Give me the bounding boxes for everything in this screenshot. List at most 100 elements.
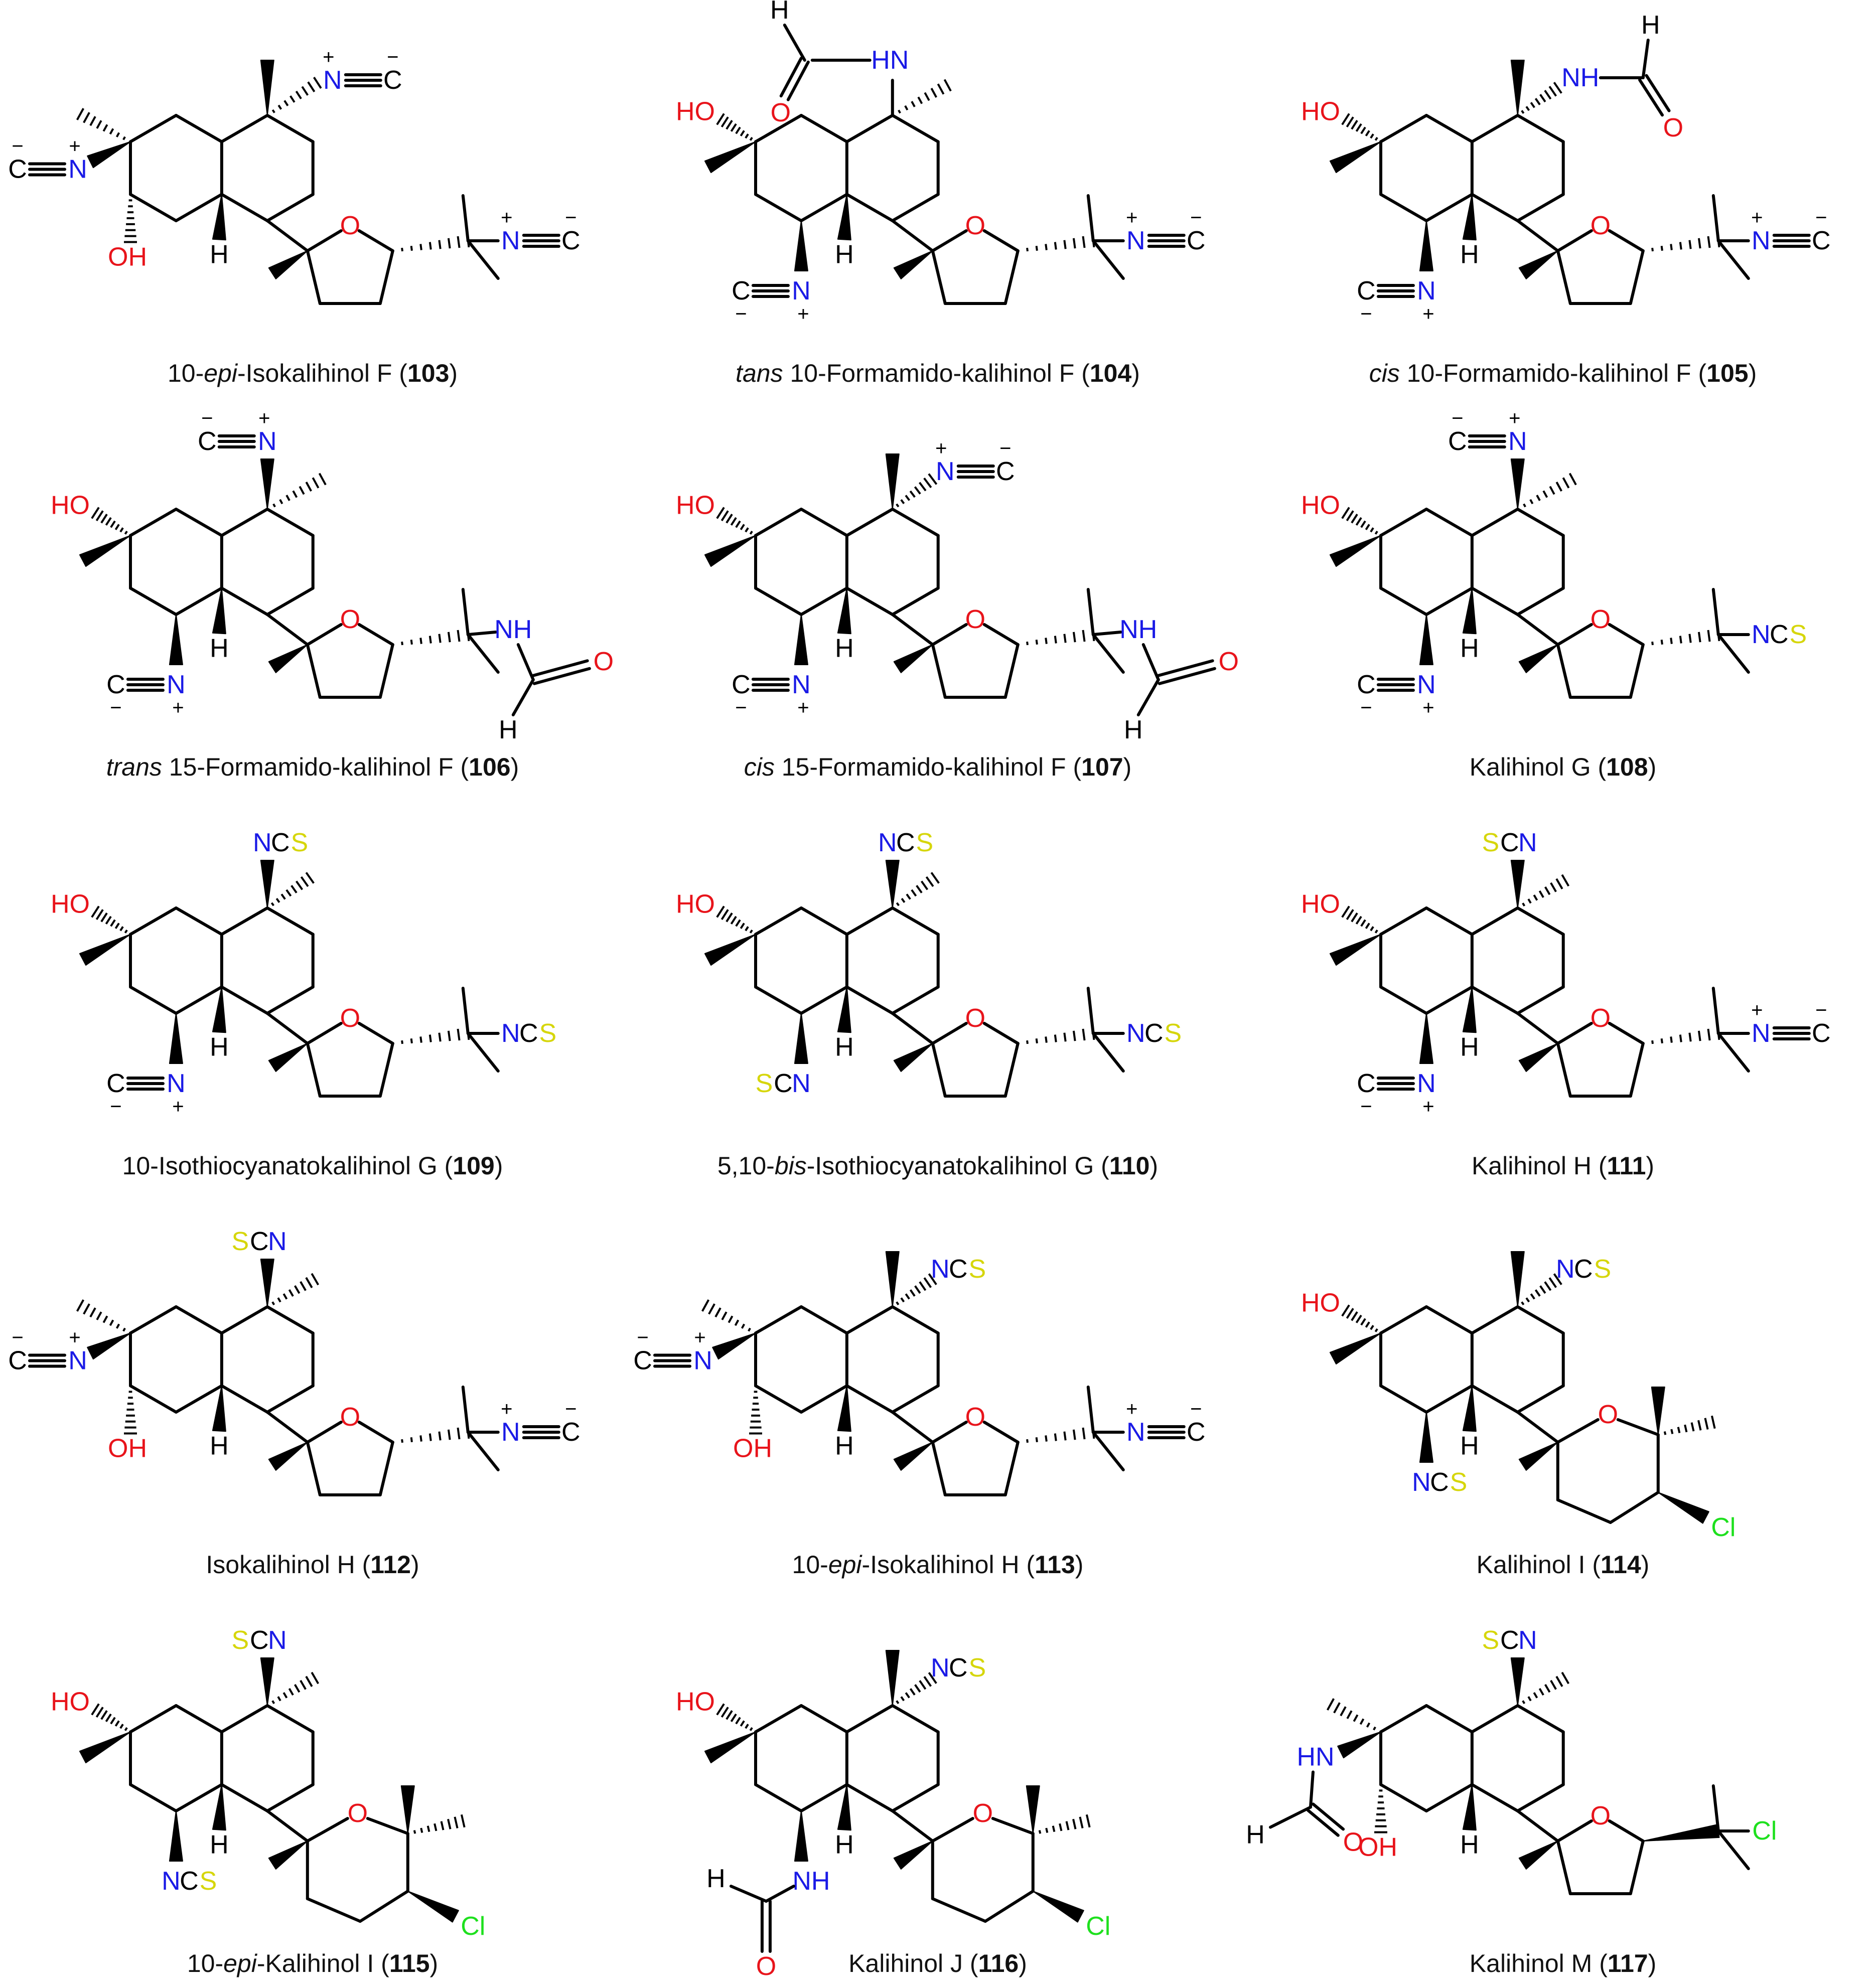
hydroxyl: HO [676, 491, 715, 520]
ring-bond [1470, 114, 1519, 143]
bond [891, 1411, 934, 1444]
charge-label: − [1360, 1096, 1372, 1118]
charge-label: − [1360, 697, 1372, 719]
formyl-hydrogen: H [770, 0, 789, 25]
hashed-bond [401, 1425, 470, 1443]
hashed-bond [1523, 473, 1577, 508]
hashed-bond [1341, 113, 1378, 141]
ring-bond [891, 193, 940, 222]
ring-bond [1379, 906, 1428, 936]
isonitrile-carbon: C [1357, 1069, 1376, 1098]
caption-name: 10- [167, 359, 204, 387]
hashed-bond [749, 1391, 762, 1435]
isothiocyanate-sulfur: S [1789, 620, 1807, 649]
ring-bond [1424, 193, 1474, 222]
ring-bond [799, 1704, 848, 1734]
carbonyl-oxygen: O [594, 647, 614, 676]
compound-caption: Kalihinol I (114) [1250, 1550, 1875, 1579]
ring-bond [129, 586, 178, 616]
isonitrile-carbon: C [1187, 226, 1206, 255]
wedge-bond [169, 1013, 183, 1064]
ring-bond [378, 1441, 394, 1496]
ring-bond [220, 193, 269, 222]
hashed-bond [91, 905, 128, 934]
hashed-bond [896, 1273, 937, 1306]
ring-bond [129, 193, 178, 222]
ring-bond [1609, 1491, 1660, 1524]
wedge-bond [268, 644, 308, 673]
wedge-bond [169, 1810, 183, 1862]
hashed-bond [1341, 905, 1378, 934]
wedge-bond [407, 1891, 459, 1923]
methyl [1716, 1829, 1750, 1870]
ring-bond [754, 985, 803, 1015]
ring-bond [931, 1897, 987, 1923]
hashed-bond [716, 1703, 753, 1731]
charge-label: − [110, 697, 121, 719]
ring-hydrogen: H [835, 634, 854, 663]
isothiocyanate-carbon: C [180, 1867, 199, 1896]
caption-close: ) [1748, 359, 1757, 387]
wedge-bond [1329, 535, 1381, 567]
isothiocyanate-carbon: C [949, 1255, 968, 1284]
hashed-bond [701, 1299, 751, 1332]
caption-number: 109 [453, 1152, 495, 1180]
isothiocyanate-nitrogen: N [1556, 1255, 1575, 1284]
wedge-bond [837, 587, 851, 635]
ring-bond [891, 1384, 940, 1414]
caption-number: 112 [370, 1551, 411, 1579]
bond [511, 678, 535, 716]
ring-bond [931, 1022, 968, 1045]
hashed-bond [91, 1703, 128, 1731]
isothiocyanate-sulfur: S [1482, 828, 1499, 857]
formyl-hydrogen: H [1641, 11, 1660, 40]
isonitrile-nitrogen: N [167, 670, 186, 699]
ring-bond [1003, 1042, 1020, 1098]
caption-close: ) [1075, 1551, 1084, 1579]
caption-name-rest: -Isothiocyanatokalihinol G ( [806, 1152, 1109, 1180]
isothiocyanate-nitrogen: N [878, 828, 897, 857]
ring-bond [754, 114, 803, 143]
isothiocyanate-nitrogen: N [931, 1255, 950, 1284]
wedge-bond [893, 1442, 933, 1471]
ring-bond [1470, 906, 1519, 936]
hashed-bond [1521, 82, 1562, 114]
wedge-bond [212, 1784, 226, 1831]
hydroxyl: HO [676, 97, 715, 126]
bond [1269, 1805, 1312, 1829]
ring-bond [265, 1704, 315, 1734]
ring-oxygen: O [965, 1004, 985, 1033]
ring-bond [174, 1384, 223, 1414]
isonitrile-nitrogen: N [68, 1346, 87, 1376]
bond [783, 24, 806, 62]
hashed-bond [896, 1672, 937, 1705]
hashed-bond [716, 507, 753, 535]
bond [1141, 643, 1160, 681]
bond [265, 1012, 309, 1045]
isonitrile-carbon: C [106, 1069, 125, 1098]
caption-close: ) [410, 1551, 419, 1579]
wedge-bond [1419, 614, 1433, 665]
bond [466, 631, 497, 636]
wedge-bond [885, 453, 900, 510]
ring-bond [799, 586, 848, 616]
ring-bond [1424, 1384, 1474, 1414]
wedge-bond [1518, 644, 1558, 673]
compound-caption: Kalihinol M (117) [1250, 1949, 1875, 1978]
ring-bond [1516, 1783, 1565, 1812]
wedge-bond [1337, 1731, 1381, 1759]
ring-bond [891, 114, 940, 143]
ring-bond [1003, 249, 1020, 305]
compound-caption: trans 15-Formamido-kalihinol F (106) [0, 752, 625, 782]
wedge-bond [885, 860, 900, 908]
ring-bond [891, 906, 940, 936]
wedge-bond [1510, 1657, 1525, 1706]
